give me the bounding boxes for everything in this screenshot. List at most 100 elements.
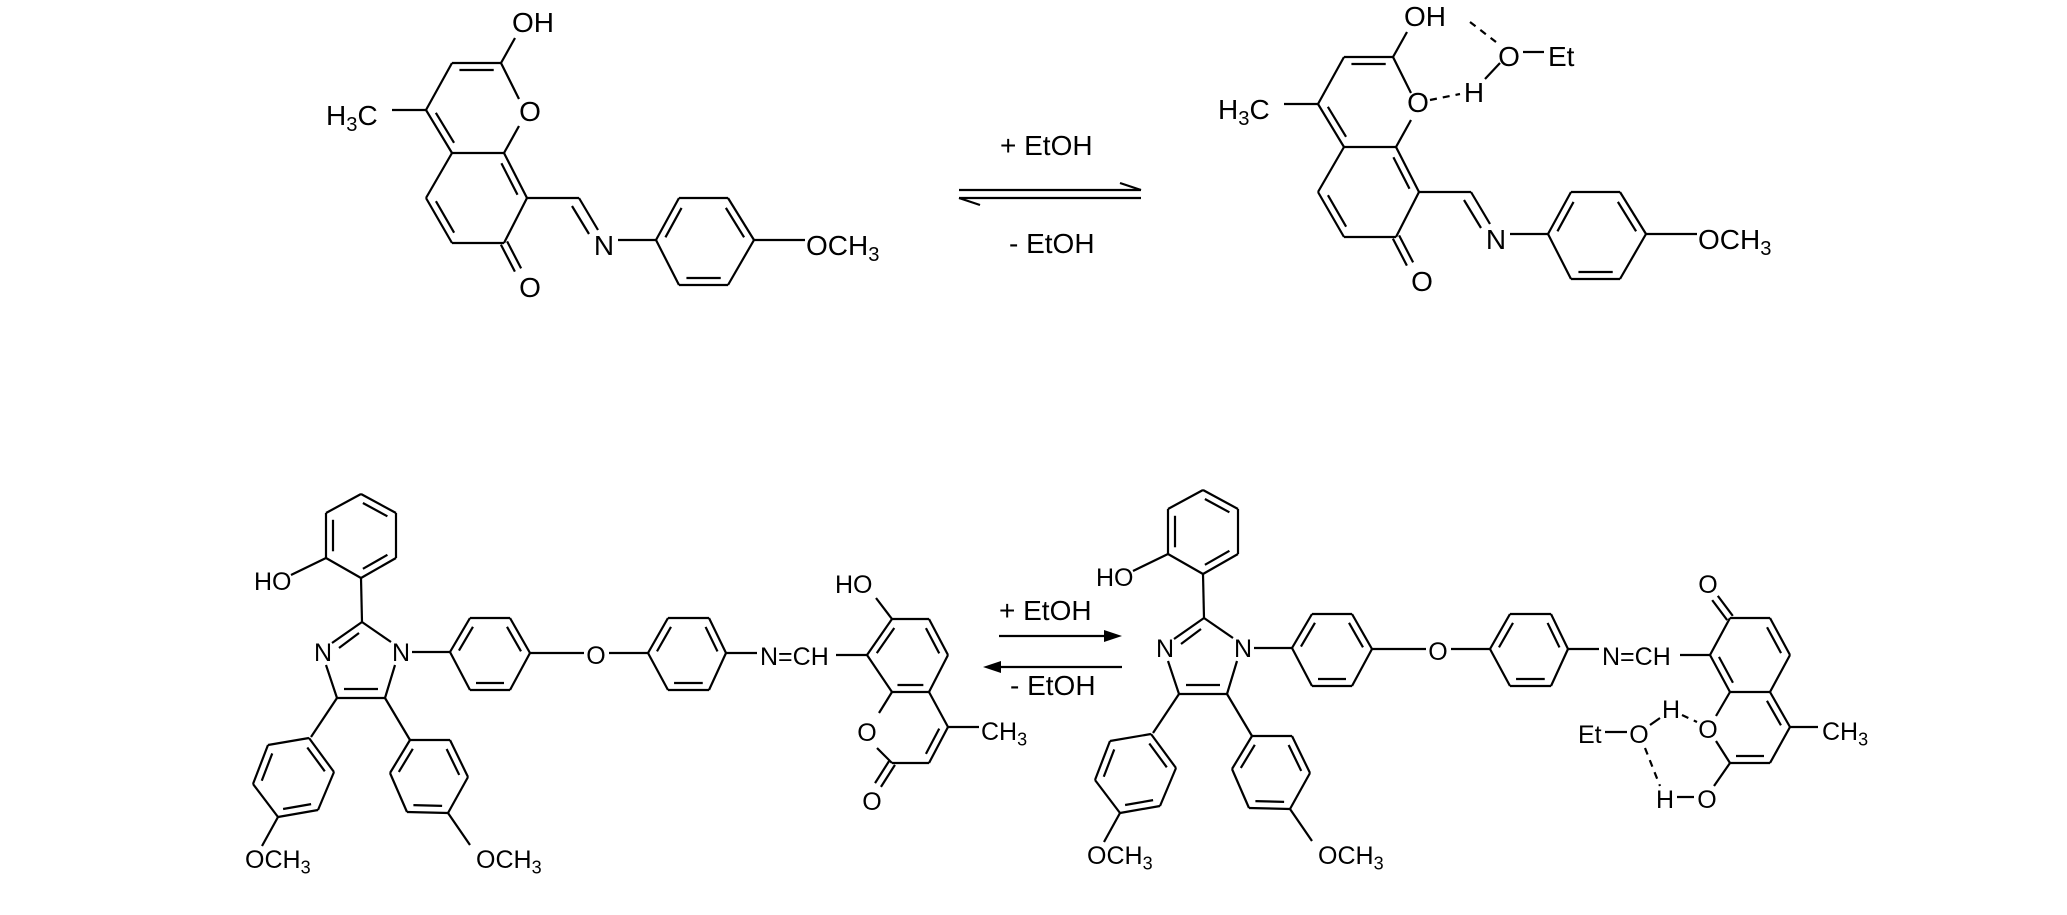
double-bond-line <box>1102 749 1116 778</box>
imidazole-n1-label: N <box>392 639 410 667</box>
enol-oxygen-label: O <box>1697 786 1716 814</box>
ethanol-oxygen-label: O <box>1498 41 1520 72</box>
hydrogen-bond-line <box>1469 21 1497 43</box>
bottom-product-imidazole-core: HO N N O OCH3 OCH3 <box>1087 489 1599 873</box>
bond-line <box>928 691 949 728</box>
bond-line <box>500 62 520 100</box>
bond-line <box>1463 199 1482 229</box>
coumarin-hydroxyl-label: HO <box>835 571 873 599</box>
bond-line <box>310 697 338 738</box>
bond-line <box>571 205 590 235</box>
forward-condition-label: + EtOH <box>1000 130 1093 161</box>
hydrogen-bond-line <box>1681 714 1698 723</box>
double-bond-line <box>1124 799 1154 807</box>
ether-oxygen-label: O <box>586 642 605 670</box>
ring-bond <box>360 557 397 579</box>
methyl-label: H3C <box>1218 94 1270 130</box>
ring-bond <box>1550 613 1569 650</box>
ring-bond <box>1547 233 1572 280</box>
bond-line <box>503 125 520 154</box>
ring-bond <box>1351 648 1373 687</box>
top-product-molecule: OH O H3C O N OCH3 <box>1218 1 1771 297</box>
double-bond-line <box>1148 742 1168 768</box>
ring-bond <box>449 739 469 778</box>
ethyl-label: Et <box>1578 721 1602 749</box>
ring-bond <box>1167 489 1204 510</box>
ring-bond <box>1489 648 1511 687</box>
bond-line <box>338 632 360 649</box>
bond-line <box>1201 573 1206 619</box>
bond-line <box>359 577 364 623</box>
bond-line <box>1395 191 1420 238</box>
double-bond-line <box>1717 656 1734 684</box>
ring-bond <box>325 557 362 579</box>
ring-bond <box>1093 740 1112 781</box>
ring-bond <box>655 239 680 286</box>
arrow-barb <box>1119 181 1142 192</box>
ring-bond <box>655 197 680 241</box>
bond-line <box>290 557 327 576</box>
bond-line <box>1649 717 1661 726</box>
double-bond-line <box>1398 234 1415 263</box>
imine-nitrogen-label: N <box>1486 224 1506 255</box>
imidazole-n1-label: N <box>1234 635 1252 663</box>
double-bond-line <box>924 627 941 654</box>
double-bond-line <box>1204 549 1230 566</box>
ring-bond <box>388 772 409 813</box>
ring-bond <box>277 808 319 819</box>
bond-line <box>1132 553 1169 572</box>
bond-line <box>1470 191 1491 225</box>
imidazole-n3-label: N <box>1156 635 1174 663</box>
ring-bond <box>389 739 411 774</box>
methoxy-label: OCH3 <box>1698 224 1771 260</box>
bond-line <box>1317 146 1345 193</box>
reverse-condition-label: - EtOH <box>1010 670 1096 701</box>
ring-oxygen-label: O <box>1698 716 1717 744</box>
ring-bond <box>449 651 471 691</box>
ring-bond <box>316 771 336 811</box>
bond-line <box>928 654 949 693</box>
double-bond-line <box>1556 201 1575 232</box>
bond-line <box>1180 628 1202 645</box>
double-bond-line <box>1348 622 1364 648</box>
bond-line <box>875 597 893 620</box>
ring-bond <box>267 736 310 747</box>
ring-bond <box>1619 233 1647 280</box>
ring-bond <box>1202 489 1239 510</box>
imine-label: N=CH <box>760 643 829 671</box>
double-bond-line <box>445 748 461 776</box>
ring-bond <box>1167 553 1204 575</box>
bond-line <box>1225 660 1239 695</box>
imine-label: N=CH <box>1602 643 1671 671</box>
bottom-reactant-imidazole-core: HO N N O OCH3 OCH3 <box>245 493 757 877</box>
bond-line <box>1392 56 1412 94</box>
forward-condition-label: + EtOH <box>999 595 1092 626</box>
bond-line <box>500 37 516 64</box>
double-bond-line <box>434 200 456 234</box>
ring-bond <box>406 810 449 815</box>
bond-line <box>447 812 471 846</box>
double-bond-line <box>458 626 474 652</box>
arrowhead-icon <box>983 661 1001 673</box>
methyl-label: CH3 <box>1822 718 1868 749</box>
double-bond-line <box>500 162 519 196</box>
ring-bond <box>1289 772 1311 810</box>
reverse-condition-label: - EtOH <box>1009 228 1095 259</box>
top-equilibrium-arrows: + EtOH - EtOH <box>958 130 1142 259</box>
ring-bond <box>708 617 727 654</box>
ether-oxygen-label: O <box>1428 638 1447 666</box>
ring-bond <box>1291 613 1313 649</box>
double-bond-line <box>1766 626 1783 654</box>
bond-line <box>1317 191 1345 238</box>
bond-line <box>503 197 528 244</box>
bond-line <box>1166 660 1181 695</box>
double-bond-line <box>1391 238 1408 267</box>
double-bond-line <box>506 240 523 269</box>
bond-line <box>1769 691 1791 728</box>
double-bond-line <box>1255 800 1285 803</box>
bond-line <box>1769 654 1791 693</box>
carbonyl-oxygen-label: O <box>1411 266 1433 297</box>
hydrogen-bond-line <box>1643 747 1662 787</box>
bond-line <box>384 697 411 741</box>
ring-bond <box>1109 732 1152 743</box>
